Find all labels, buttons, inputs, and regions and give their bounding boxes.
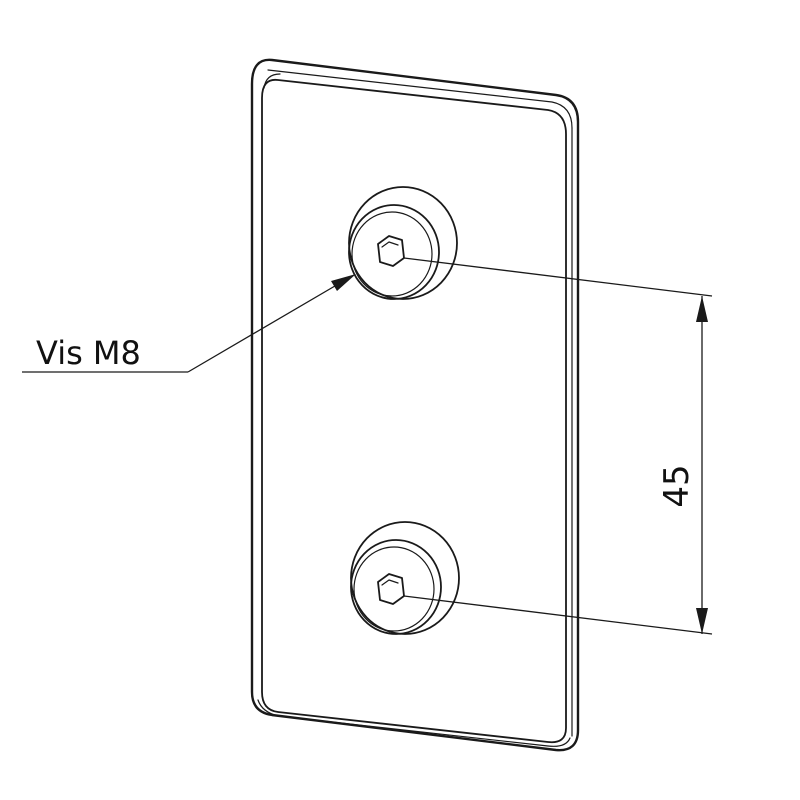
plate-front-face: [261, 78, 567, 744]
screw-top-hex-depth: [381, 241, 399, 248]
extension-line-top: [403, 257, 713, 297]
callout-vis-m8: Vis M8: [22, 274, 356, 373]
screw-top-head-inner: [351, 211, 433, 297]
extension-line-bottom: [403, 595, 713, 635]
screw-bottom-hex-socket-icon: [377, 573, 405, 605]
screw-bottom-head-inner: [353, 546, 435, 632]
screw-bottom: [350, 521, 460, 635]
screw-bottom-hex-depth: [381, 579, 399, 586]
screw-top-head: [348, 204, 440, 300]
plate-top-edge: [263, 73, 281, 89]
plate-chamfer-top: [267, 69, 573, 129]
callout-arrow-icon: [331, 274, 356, 291]
screw-top-hex-socket-icon: [377, 235, 405, 267]
screw-bottom-counterbore: [350, 521, 460, 635]
plate-bottom-edge: [257, 699, 571, 747]
plate: [250, 58, 580, 752]
dimension-arrow-bottom-icon: [696, 608, 708, 634]
callout-leader-line: [187, 275, 353, 373]
plate-outline: [250, 58, 580, 752]
screw-bottom-head: [350, 539, 442, 635]
screw-top: [348, 186, 458, 300]
callout-label: Vis M8: [36, 334, 141, 372]
dimension-arrow-top-icon: [696, 296, 708, 322]
dimension-45: 45: [403, 257, 713, 635]
dimension-value: 45: [657, 464, 697, 507]
